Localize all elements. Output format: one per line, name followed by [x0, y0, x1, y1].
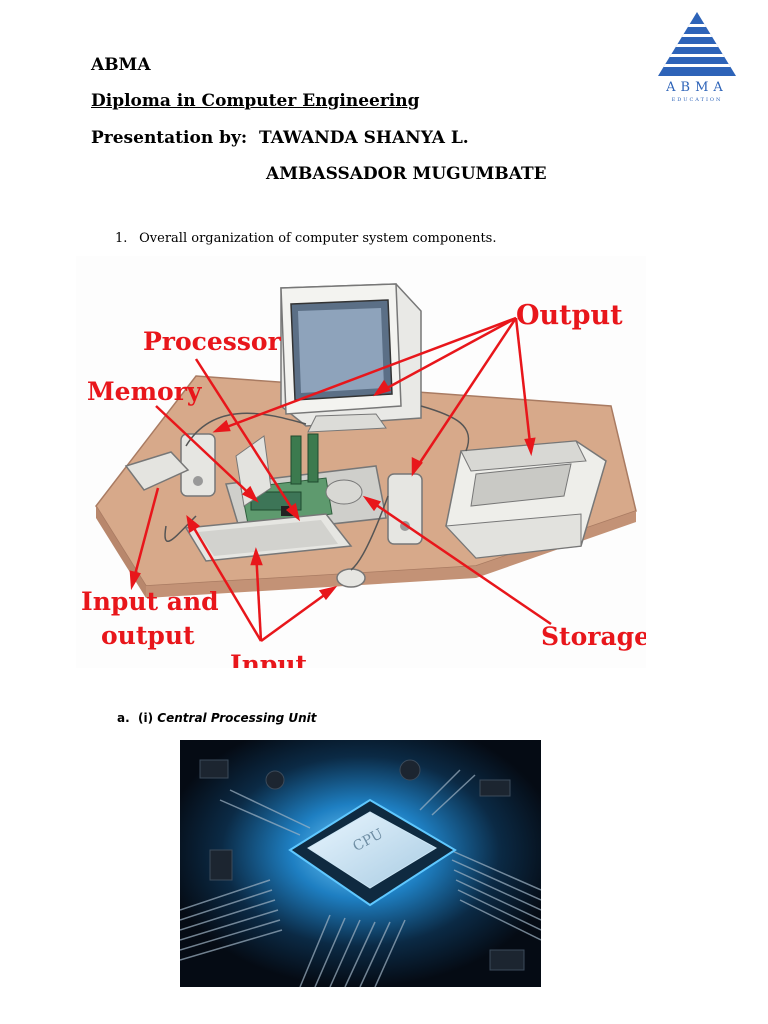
label-input: Input — [230, 650, 308, 668]
presenter-name-2: AMBASSADOR MUGUMBATE — [266, 164, 547, 184]
label-memory: Memory — [87, 377, 203, 406]
monitor — [280, 283, 422, 433]
program-title: Diploma in Computer Engineering — [91, 91, 420, 111]
org-title: ABMA — [91, 55, 151, 75]
label-processor: Processor — [143, 327, 282, 356]
label-input-output-line1: Input and — [81, 587, 219, 616]
list-item-text: Overall organization of computer system … — [139, 231, 497, 246]
right-speaker — [387, 473, 423, 545]
computer-system-diagram: Output Processor Memory Input and output… — [76, 256, 650, 679]
subsection-index: (i) — [138, 711, 154, 725]
label-output: Output — [516, 300, 623, 331]
logo-wordmark: ABMA — [665, 80, 728, 95]
subsection-a-heading: a. (i) Central Processing Unit — [117, 711, 317, 725]
list-number: 1. — [115, 231, 128, 246]
logo-tagline: EDUCATION — [672, 97, 723, 103]
list-item-1: 1. Overall organization of computer syst… — [115, 231, 496, 246]
presented-by-label: Presentation by: — [91, 128, 248, 148]
subsection-title: Central Processing Unit — [157, 711, 317, 725]
subsection-prefix: a. — [117, 711, 130, 725]
keyboard — [184, 513, 353, 562]
presenter-name-1: TAWANDA SHANYA L. — [258, 128, 469, 148]
external-drive — [124, 451, 190, 491]
cpu-image: CPU — [179, 740, 542, 988]
abma-logo: ABMA EDUCATION — [652, 8, 742, 108]
label-storage: Storage — [541, 622, 646, 651]
mouse — [336, 568, 366, 588]
label-input-output-line2: output — [101, 621, 195, 650]
left-speaker — [180, 433, 216, 497]
presenter-line: Presentation by: TAWANDA SHANYA L. — [91, 128, 469, 148]
label-arrows — [129, 316, 552, 643]
printer — [444, 440, 607, 559]
